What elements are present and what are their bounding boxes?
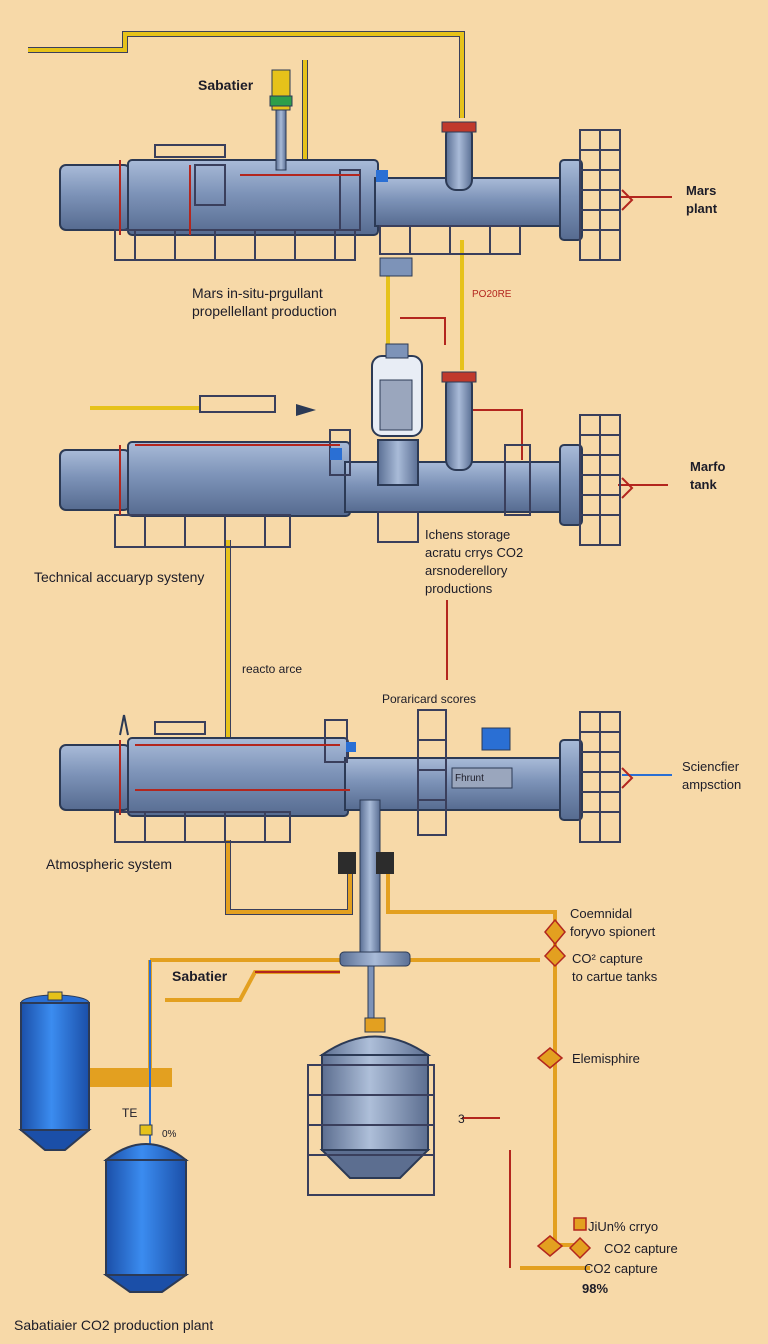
label-atmospheric-system: Atmospheric system [46, 856, 173, 872]
label-scientific-ampsction: Sciencfier ampsction [682, 759, 742, 792]
reactor-lower [59, 709, 634, 1027]
blue-tank-bottom [102, 1124, 190, 1293]
yellow-feed-lines [28, 31, 465, 740]
label-sabatier-mid: Sabatier [172, 968, 228, 984]
label-mars-plant: Mars plant [686, 183, 718, 216]
storage-tank-grey [307, 1017, 435, 1196]
label-bottom-title: Sabatiaier CO2 production plant [14, 1317, 214, 1333]
label-marfo-tank: Marfo tank [690, 459, 726, 492]
label-te: TE [122, 1106, 138, 1120]
label-podore: PO20RE [472, 289, 512, 300]
label-co2-capture-tanks: CO² capture to cartue tanks [572, 951, 658, 984]
valve-diamonds [536, 918, 592, 1260]
label-mars-insitu: Mars in-situ-prgullant propellellant pro… [192, 285, 337, 319]
label-sabatier-top: Sabatier [198, 77, 254, 93]
label-three: 3 [458, 1112, 465, 1126]
label-pct-small: 0% [162, 1129, 177, 1140]
label-reacto-arce: reacto arce [242, 662, 303, 676]
reactor-middle [59, 343, 634, 548]
label-jiun-cryo: JiUn% crryo [588, 1219, 659, 1234]
label-elemisphire: Elemisphire [572, 1051, 640, 1066]
blue-tank-left [18, 991, 92, 1151]
reactor-top [59, 69, 634, 277]
label-hatch: Fhrunt [455, 773, 484, 784]
label-coemnidal: Coemnidal foryvo spionert [570, 906, 656, 939]
label-co2-capture-1: CO2 capture [604, 1241, 678, 1256]
label-icheins-storage: Ichens storage acratu crrys CO2 arsnoder… [425, 527, 524, 596]
label-pct-98: 98% [582, 1281, 609, 1296]
label-co2-capture-2: CO2 capture [584, 1261, 658, 1276]
label-technical-accuracy: Technical accuaryp systeny [34, 569, 205, 585]
label-poraicard-scores: Poraricard scores [382, 692, 477, 706]
